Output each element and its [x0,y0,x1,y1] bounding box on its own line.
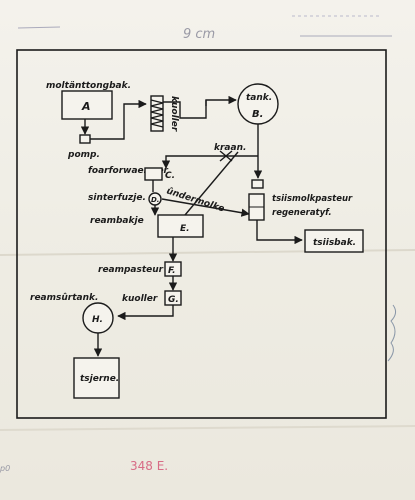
churn-label: tsjerne. [80,374,119,384]
archive-stamp: 348 E. [130,459,168,473]
cooler-label: kuoller [169,96,179,132]
cream-pasteurizer-label: reampasteur [98,265,164,275]
pipe [205,95,237,106]
valve-label: kraan. [214,143,246,153]
cream-pasteurizer-letter: F. [168,266,176,276]
corner-mark: p0 [0,464,10,473]
scale-note: 9 cm [183,27,215,42]
pump-label: pomp. [67,150,100,160]
pipe [184,151,239,216]
cream-cooler-label: kuoller [122,294,158,304]
tank-b-letter: B. [252,109,263,120]
cream-tank-letter: E. [180,224,190,234]
faint-arrow [17,26,61,29]
valve-symbol [219,150,233,162]
pipe [163,100,207,119]
pump-symbol [79,134,91,144]
centrifuge-letter: D. [151,196,159,204]
tank-a-letter: A [81,100,91,113]
margin-marks [387,304,397,362]
cooler-coil [150,99,164,128]
paper-fold [0,425,415,431]
pasteurizer-label: tsiismolkpasteur [272,194,353,204]
pipe [90,99,147,140]
tank-b-label: tank. [246,93,272,103]
drawing-frame [16,49,387,419]
tank-a-box [61,90,113,120]
cream-cooler-letter: G. [168,295,179,305]
cream-tank-box [157,214,204,238]
cream-sour-tank-label: reamsûrtank. [30,293,98,303]
preheater-letter: C. [165,171,175,181]
cheese-tank-box [304,229,364,253]
cheese-tank-label: tsiisbak. [313,238,356,248]
churn-box [73,357,120,399]
pasteurizer-valve [251,179,264,189]
pipe [117,305,174,321]
centrifuge-label: sinterfuzje. [88,193,146,203]
cream-tank-label: reambakje [90,216,144,226]
preheater-box [144,167,163,181]
regenerative-label: regeneratyf. [272,208,332,218]
cream-sour-tank-letter: H. [92,315,103,325]
tank-a-label: moltänttongbak. [46,81,131,91]
pipe [161,198,250,217]
pipe [256,220,303,245]
pipe [161,155,258,169]
preheater-label: foarforwaermer [88,166,169,176]
